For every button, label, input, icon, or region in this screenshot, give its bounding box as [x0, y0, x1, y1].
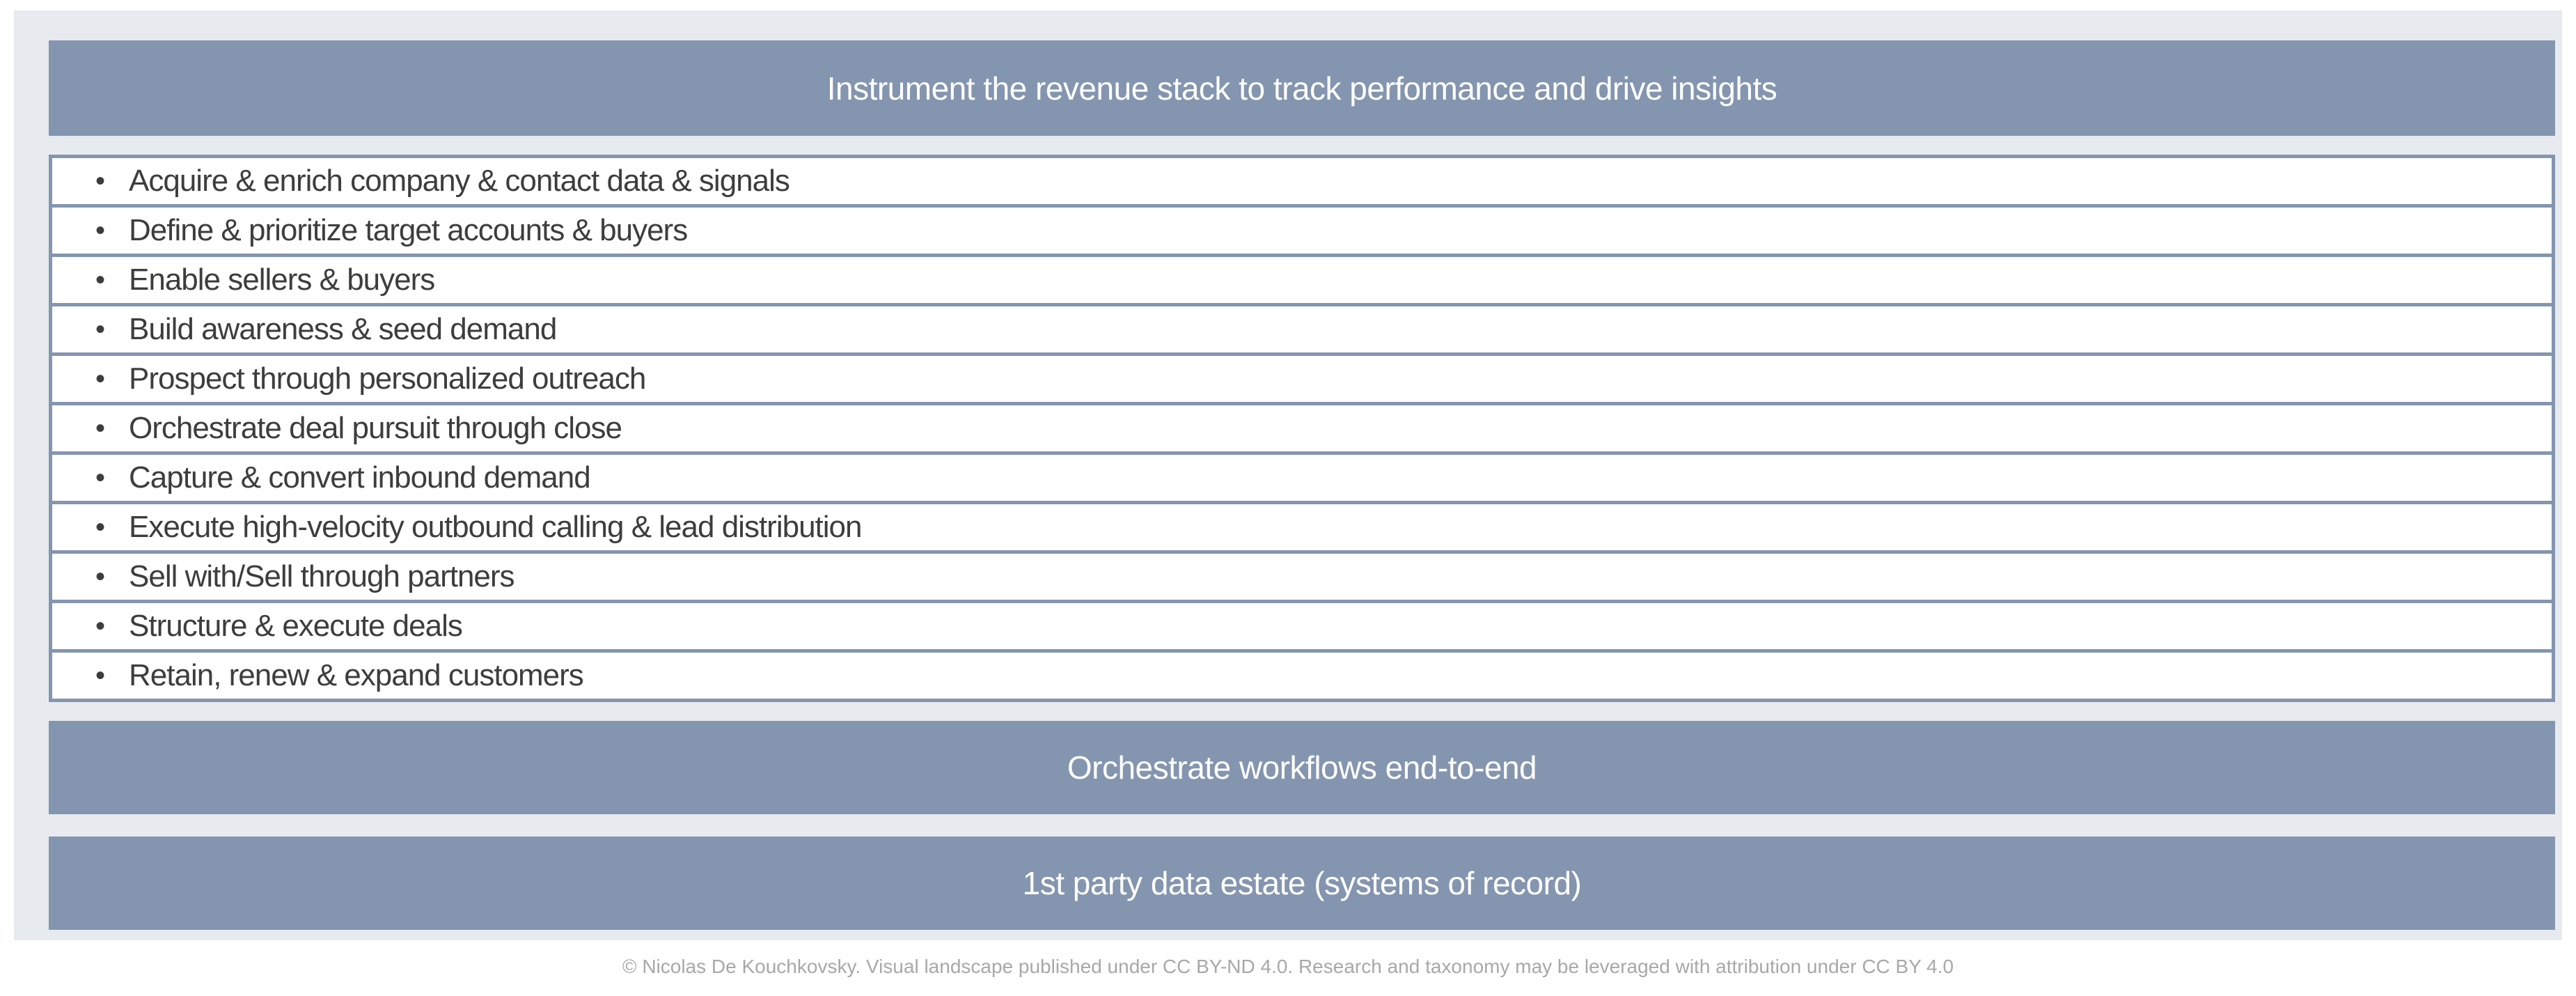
- list-item: • Retain, renew & expand customers: [52, 653, 2552, 699]
- list-item-label: Capture & convert inbound demand: [129, 460, 591, 495]
- list-item: • Structure & execute deals: [52, 603, 2552, 649]
- bullet-icon: •: [95, 660, 106, 691]
- list-item: • Build awareness & seed demand: [52, 306, 2552, 352]
- workflows-bar-label: Orchestrate workflows end-to-end: [1067, 749, 1537, 786]
- bullet-icon: •: [95, 314, 106, 345]
- list-item-label: Prospect through personalized outreach: [129, 361, 646, 396]
- list-item-label: Define & prioritize target accounts & bu…: [129, 213, 688, 247]
- list-item-label: Acquire & enrich company & contact data …: [129, 164, 790, 198]
- list-item-label: Retain, renew & expand customers: [129, 658, 584, 692]
- list-item: • Orchestrate deal pursuit through close: [52, 405, 2552, 451]
- landscape-panel: Instrument the revenue stack to track pe…: [14, 10, 2562, 940]
- list-item-label: Orchestrate deal pursuit through close: [129, 411, 622, 445]
- workflows-bar: Orchestrate workflows end-to-end: [49, 721, 2555, 814]
- list-item-label: Structure & execute deals: [129, 609, 463, 643]
- bullet-icon: •: [95, 611, 106, 641]
- category-list: • Acquire & enrich company & contact dat…: [49, 155, 2555, 702]
- header-bar: Instrument the revenue stack to track pe…: [49, 40, 2555, 136]
- list-item: • Execute high-velocity outbound calling…: [52, 504, 2552, 550]
- footer-attribution: © Nicolas De Kouchkovsky. Visual landsca…: [622, 956, 1954, 977]
- bullet-icon: •: [95, 166, 106, 196]
- list-item: • Enable sellers & buyers: [52, 257, 2552, 303]
- list-item: • Sell with/Sell through partners: [52, 554, 2552, 600]
- list-item: • Capture & convert inbound demand: [52, 455, 2552, 501]
- bullet-icon: •: [95, 215, 106, 246]
- data-estate-bar: 1st party data estate (systems of record…: [49, 837, 2555, 930]
- header-title: Instrument the revenue stack to track pe…: [826, 70, 1777, 107]
- bullet-icon: •: [95, 561, 106, 592]
- bullet-icon: •: [95, 512, 106, 543]
- list-item-label: Build awareness & seed demand: [129, 312, 557, 346]
- list-item-label: Enable sellers & buyers: [129, 263, 435, 297]
- bullet-icon: •: [95, 413, 106, 444]
- list-item: • Acquire & enrich company & contact dat…: [52, 158, 2552, 204]
- list-item-label: Execute high-velocity outbound calling &…: [129, 510, 862, 544]
- data-estate-bar-label: 1st party data estate (systems of record…: [1022, 865, 1582, 901]
- list-item: • Define & prioritize target accounts & …: [52, 208, 2552, 254]
- bullet-icon: •: [95, 265, 106, 295]
- bullet-icon: •: [95, 462, 106, 493]
- bullet-icon: •: [95, 364, 106, 394]
- list-item: • Prospect through personalized outreach: [52, 356, 2552, 402]
- list-item-label: Sell with/Sell through partners: [129, 559, 515, 593]
